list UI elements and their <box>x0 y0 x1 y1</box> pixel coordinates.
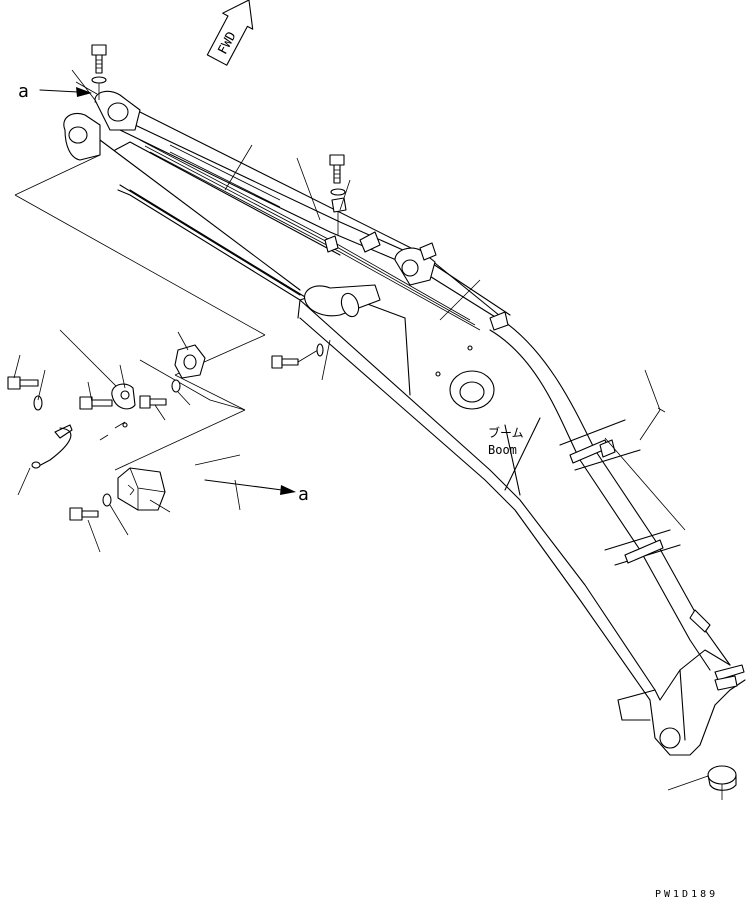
leader-line <box>668 776 708 790</box>
leader-line <box>18 468 30 495</box>
boom-label: ブーム Boom <box>488 425 524 457</box>
callout-label-top: a <box>18 81 29 102</box>
callout-label-lower: a <box>298 484 309 505</box>
bolt-bottom <box>70 508 98 520</box>
leader-line <box>155 405 165 420</box>
bolt-lug <box>272 356 298 368</box>
washer-top-mid <box>331 189 345 195</box>
leader-line <box>38 370 45 400</box>
boom-label-en: Boom <box>488 443 517 457</box>
washer-bracket <box>172 380 180 392</box>
leader-line <box>195 455 240 465</box>
leader-line <box>297 158 320 220</box>
boom-tip-pin-hole <box>660 728 680 748</box>
leader-line <box>178 332 188 350</box>
leader-line <box>150 500 170 512</box>
leader-line <box>322 340 330 380</box>
leader-line <box>110 505 128 535</box>
bolt-left-2 <box>80 397 112 409</box>
drawing-code: PW1D189 <box>655 889 718 900</box>
callout-a-lower: a <box>205 480 309 505</box>
boom-label-jp: ブーム <box>488 425 524 440</box>
boom-foot-pin-hole <box>69 127 87 143</box>
leader-line <box>440 280 480 320</box>
leader-line <box>235 480 240 510</box>
washer-top-left <box>92 77 106 83</box>
leader-line <box>14 355 20 378</box>
leader-lines <box>14 70 708 790</box>
bolt-left-1 <box>8 377 38 389</box>
assembly-plane <box>15 155 265 470</box>
leader-line <box>645 370 660 410</box>
bolt-bracket <box>140 396 166 408</box>
leader-line <box>88 520 100 552</box>
boom-body <box>64 91 745 755</box>
leader-line <box>72 70 95 100</box>
leader-line <box>340 180 350 210</box>
washer-left-1 <box>34 396 42 410</box>
wire-clip <box>55 425 72 438</box>
bolt-top-left <box>92 45 106 73</box>
leader-line <box>178 392 190 405</box>
hose-band <box>708 766 736 800</box>
leader-line <box>225 145 252 190</box>
leader-line <box>76 82 97 94</box>
fwd-arrow: FWD <box>202 0 264 68</box>
bolt-top-mid <box>330 155 344 183</box>
leader-line <box>120 365 125 388</box>
sensor-cover <box>118 468 165 510</box>
leader-line <box>88 382 92 402</box>
washer-bottom <box>103 494 111 506</box>
callout-a-top: a <box>18 81 92 102</box>
